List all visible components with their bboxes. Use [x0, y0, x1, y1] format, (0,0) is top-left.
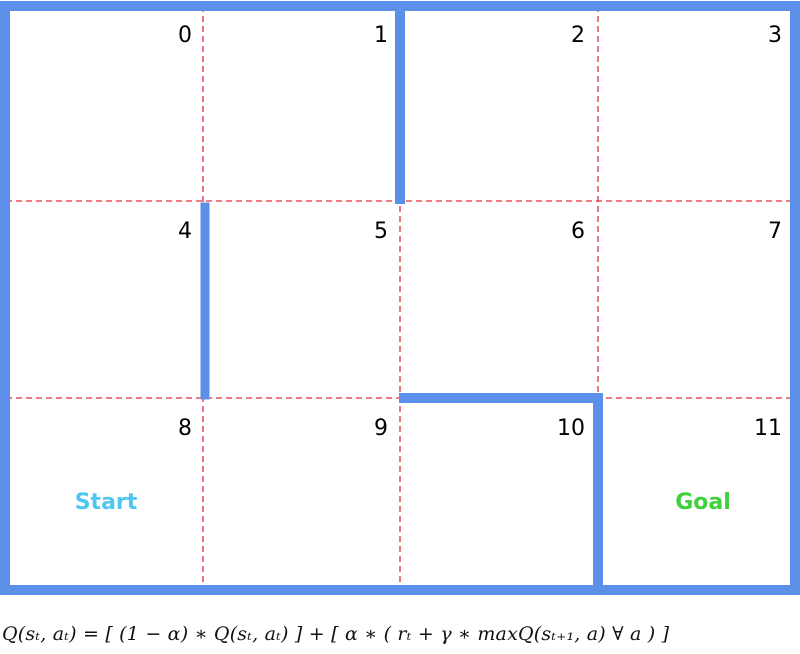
- cell-number-3: 3: [768, 23, 782, 48]
- cell-number-8: 8: [178, 416, 192, 441]
- cell-number-0: 0: [178, 23, 192, 48]
- cell-number-11: 11: [754, 416, 782, 441]
- walls: [0, 1, 800, 595]
- cell-number-10: 10: [557, 416, 585, 441]
- cell-number-1: 1: [374, 23, 388, 48]
- cell-number-4: 4: [178, 219, 192, 244]
- cell-number-9: 9: [374, 416, 388, 441]
- grid-world-diagram: 0 1 2 3 4 5 6 7 8 9 10 11 Start Goal: [0, 1, 800, 595]
- cell-number-2: 2: [571, 23, 585, 48]
- goal-label: Goal: [675, 490, 731, 515]
- q-learning-update-formula: Q(sₜ, aₜ) = [ (1 − α) ∗ Q(sₜ, aₜ) ] + [ …: [2, 623, 670, 645]
- cell-number-7: 7: [768, 219, 782, 244]
- cell-number-6: 6: [571, 219, 585, 244]
- start-label: Start: [75, 490, 138, 515]
- cell-number-5: 5: [374, 219, 388, 244]
- cell-numbers: 0 1 2 3 4 5 6 7 8 9 10 11: [178, 23, 782, 441]
